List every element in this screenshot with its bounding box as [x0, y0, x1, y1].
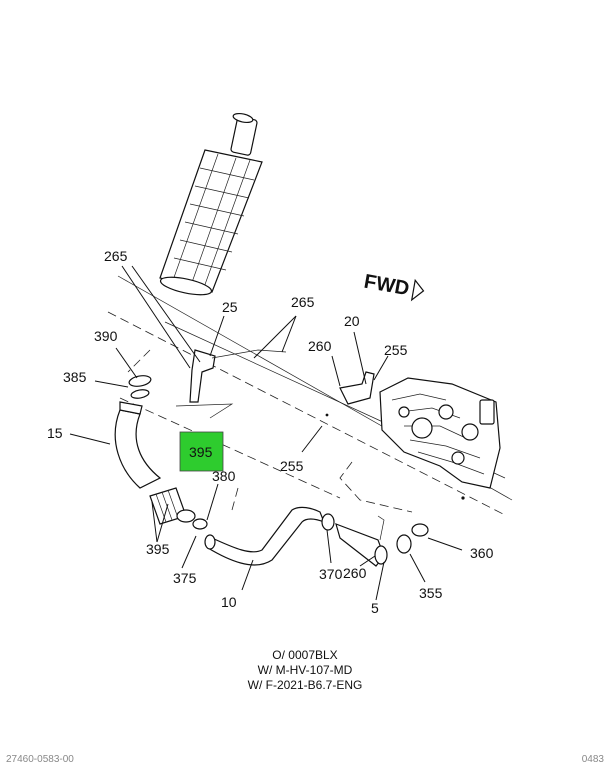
callout-265-right[interactable]: 265: [291, 294, 315, 310]
exhaust-pipe-15: [114, 401, 162, 489]
clamp-355: [396, 534, 412, 554]
dpf-canister: [159, 112, 263, 296]
flex-connector: [149, 487, 208, 530]
callout-260-lower[interactable]: 260: [343, 565, 367, 581]
note-line: W/ M-HV-107-MD: [257, 663, 353, 677]
callout-375[interactable]: 375: [173, 570, 197, 586]
exhaust-pipe-260: [335, 515, 388, 567]
forward-direction-indicator: FWD: [362, 271, 425, 302]
callout-10[interactable]: 10: [221, 594, 237, 610]
callout-labels: 265 25 265 20 260 255 390 385 15 395 380…: [47, 248, 494, 616]
callout-355[interactable]: 355: [419, 585, 443, 601]
callout-255-lower[interactable]: 255: [280, 458, 304, 474]
exhaust-pipe-10: [204, 506, 326, 566]
callout-20[interactable]: 20: [344, 313, 360, 329]
drawing-number: 27460-0583-00: [6, 754, 74, 765]
callout-360[interactable]: 360: [470, 545, 494, 561]
fwd-label: FWD: [362, 271, 411, 301]
routing-lines: [127, 349, 465, 513]
callout-395-lower[interactable]: 395: [146, 541, 170, 557]
callout-15[interactable]: 15: [47, 425, 63, 441]
callout-265-top[interactable]: 265: [104, 248, 128, 264]
page-code: 0483: [581, 754, 604, 765]
callout-395-highlighted[interactable]: 395: [189, 444, 213, 460]
highlighted-callout-box[interactable]: [179, 431, 224, 472]
leader-lines: [69, 265, 463, 601]
callout-255-upper[interactable]: 255: [384, 342, 408, 358]
callout-5[interactable]: 5: [371, 600, 379, 616]
callout-25[interactable]: 25: [222, 299, 238, 315]
callout-380[interactable]: 380: [212, 468, 236, 484]
brackets: [175, 349, 375, 419]
note-line: O/ 0007BLX: [272, 648, 338, 662]
note-line: W/ F-2021-B6.7-ENG: [247, 678, 363, 692]
callout-260-upper[interactable]: 260: [308, 338, 332, 354]
callout-385[interactable]: 385: [63, 369, 87, 385]
callout-370[interactable]: 370: [319, 566, 343, 582]
clamp-360: [411, 523, 429, 537]
engine: [379, 377, 501, 500]
callout-390[interactable]: 390: [94, 328, 118, 344]
clamp-370: [321, 513, 335, 531]
applicability-notes: O/ 0007BLX W/ M-HV-107-MD W/ F-2021-B6.7…: [0, 648, 610, 693]
clamp-385: [128, 375, 152, 399]
